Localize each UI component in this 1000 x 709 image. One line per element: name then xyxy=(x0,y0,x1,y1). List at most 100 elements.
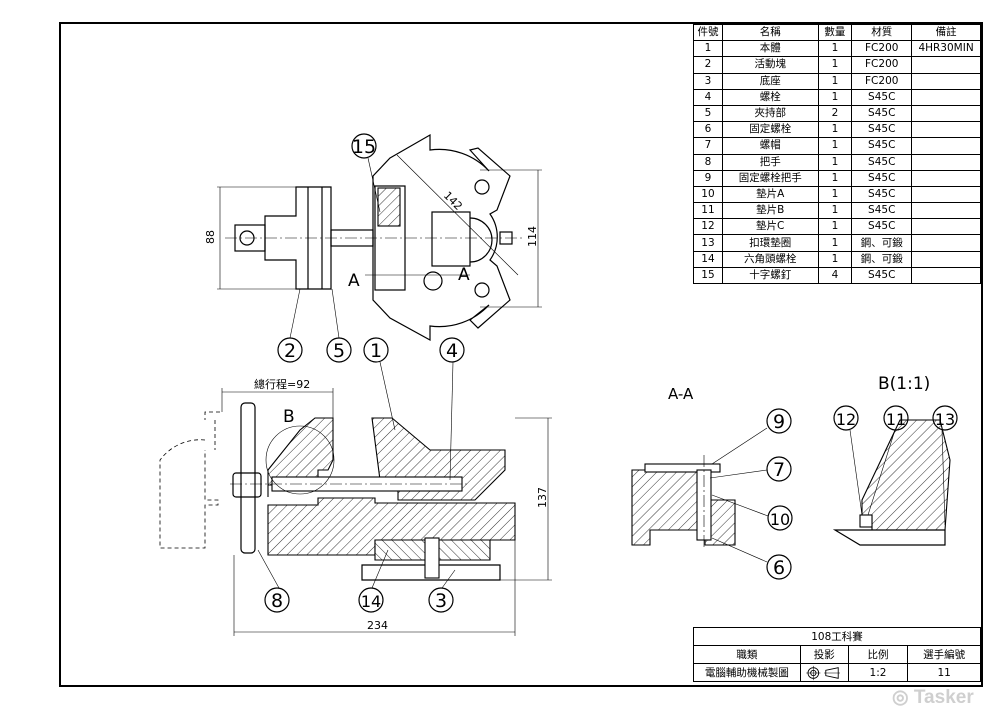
parts-table-cell: 夾持部 xyxy=(721,104,819,123)
parts-table-cell xyxy=(911,266,981,285)
sheet-border xyxy=(59,22,983,687)
section-a-a: A-A xyxy=(631,385,736,550)
parts-table-cell: 1 xyxy=(817,234,853,252)
balloon-4: 4 xyxy=(439,337,465,363)
detail-b-label: B xyxy=(283,407,295,427)
parts-table-cell: 1 xyxy=(817,72,853,90)
section-a-left-label: A xyxy=(348,271,360,291)
front-view: 總行程=92 B 137 234 xyxy=(159,377,552,636)
parts-table-cell: 1 xyxy=(817,169,853,187)
balloon-5: 5 xyxy=(326,337,352,363)
category-value: 電腦輔助機械製圖 xyxy=(693,663,801,682)
header-cell: 材質 xyxy=(851,23,913,42)
balloon-3: 3 xyxy=(428,587,454,613)
parts-table-cell: S45C xyxy=(851,104,913,123)
svg-text:9: 9 xyxy=(773,411,785,433)
svg-text:7: 7 xyxy=(773,459,785,481)
parts-table-cell: S45C xyxy=(851,88,913,106)
balloon-13: 13 xyxy=(932,405,958,431)
parts-table-cell: FC200 xyxy=(851,40,913,58)
parts-table-cell: 鋼、可鍛 xyxy=(851,234,913,252)
parts-table-cell: 5 xyxy=(693,104,723,123)
parts-table-cell: 1 xyxy=(817,153,853,171)
parts-table-cell: 1 xyxy=(817,218,853,236)
parts-table-cell xyxy=(911,153,981,171)
parts-table-cell: 把手 xyxy=(721,153,819,171)
parts-table-cell: 4 xyxy=(693,88,723,106)
parts-table-cell xyxy=(911,169,981,187)
parts-table-cell: 6 xyxy=(693,121,723,139)
parts-table-cell: 2 xyxy=(817,104,853,123)
parts-table-cell: 螺帽 xyxy=(721,137,819,155)
watermark-text: Tasker xyxy=(913,687,974,708)
parts-table-cell: 1 xyxy=(817,185,853,204)
parts-table-cell xyxy=(911,185,981,204)
svg-text:4: 4 xyxy=(446,340,458,362)
top-view: 88 114 142 A A xyxy=(204,133,542,342)
scale-label: 比例 xyxy=(847,645,909,664)
balloon-9: 9 xyxy=(766,408,792,434)
parts-table-cell: 墊片B xyxy=(721,202,819,220)
parts-table-header: 件號 名稱 數量 材質 備註 xyxy=(693,23,981,42)
parts-table-cell: 1 xyxy=(817,137,853,155)
player-no-label: 選手編號 xyxy=(907,645,981,664)
svg-text:1: 1 xyxy=(370,340,382,362)
svg-text:12: 12 xyxy=(836,410,856,429)
parts-table-cell: FC200 xyxy=(851,56,913,74)
parts-table-cell: 1 xyxy=(693,40,723,58)
parts-table-cell: 4HR30MIN xyxy=(911,40,981,58)
parts-table-cell: S45C xyxy=(851,153,913,171)
header-cell: 數量 xyxy=(817,23,853,42)
header-cell: 名稱 xyxy=(721,23,819,42)
section-aa-title: A-A xyxy=(668,385,694,403)
parts-table-cell xyxy=(911,72,981,90)
parts-table-cell: 本體 xyxy=(721,40,819,58)
dim-114: 114 xyxy=(526,226,539,247)
parts-table-cell: S45C xyxy=(851,137,913,155)
parts-table-cell: 固定螺栓把手 xyxy=(721,169,819,187)
parts-table-cell: 固定螺栓 xyxy=(721,121,819,139)
parts-table-cell: S45C xyxy=(851,185,913,204)
svg-text:6: 6 xyxy=(773,557,785,579)
parts-table-cell: S45C xyxy=(851,266,913,285)
balloon-10: 10 xyxy=(767,505,793,531)
parts-table-cell: 15 xyxy=(693,266,723,285)
section-a-right-label: A xyxy=(458,265,470,285)
parts-table-cell: S45C xyxy=(851,169,913,187)
svg-text:5: 5 xyxy=(333,340,345,362)
parts-table-cell xyxy=(911,121,981,139)
parts-table-cell: S45C xyxy=(851,218,913,236)
balloon-7: 7 xyxy=(766,456,792,482)
parts-table-cell: 1 xyxy=(817,88,853,106)
parts-table-cell xyxy=(911,104,981,123)
detail-b: B(1:1) xyxy=(832,374,951,546)
parts-table-cell: 鋼、可鍛 xyxy=(851,250,913,268)
player-no-value: 11 xyxy=(907,663,981,682)
parts-table-cell: 8 xyxy=(693,153,723,171)
svg-text:11: 11 xyxy=(886,410,906,429)
parts-table-cell xyxy=(911,56,981,74)
parts-table-cell: 扣環墊圈 xyxy=(721,234,819,252)
balloon-12: 12 xyxy=(833,405,859,431)
parts-table-cell: 12 xyxy=(693,218,723,236)
projection-symbol-icon xyxy=(799,663,849,682)
category-label: 職類 xyxy=(693,645,801,664)
dim-234: 234 xyxy=(367,619,388,632)
dim-142: 142 xyxy=(441,189,465,213)
parts-table-cell: FC200 xyxy=(851,72,913,90)
parts-table-cell: 1 xyxy=(817,250,853,268)
parts-table-cell: 9 xyxy=(693,169,723,187)
parts-table-cell: 底座 xyxy=(721,72,819,90)
